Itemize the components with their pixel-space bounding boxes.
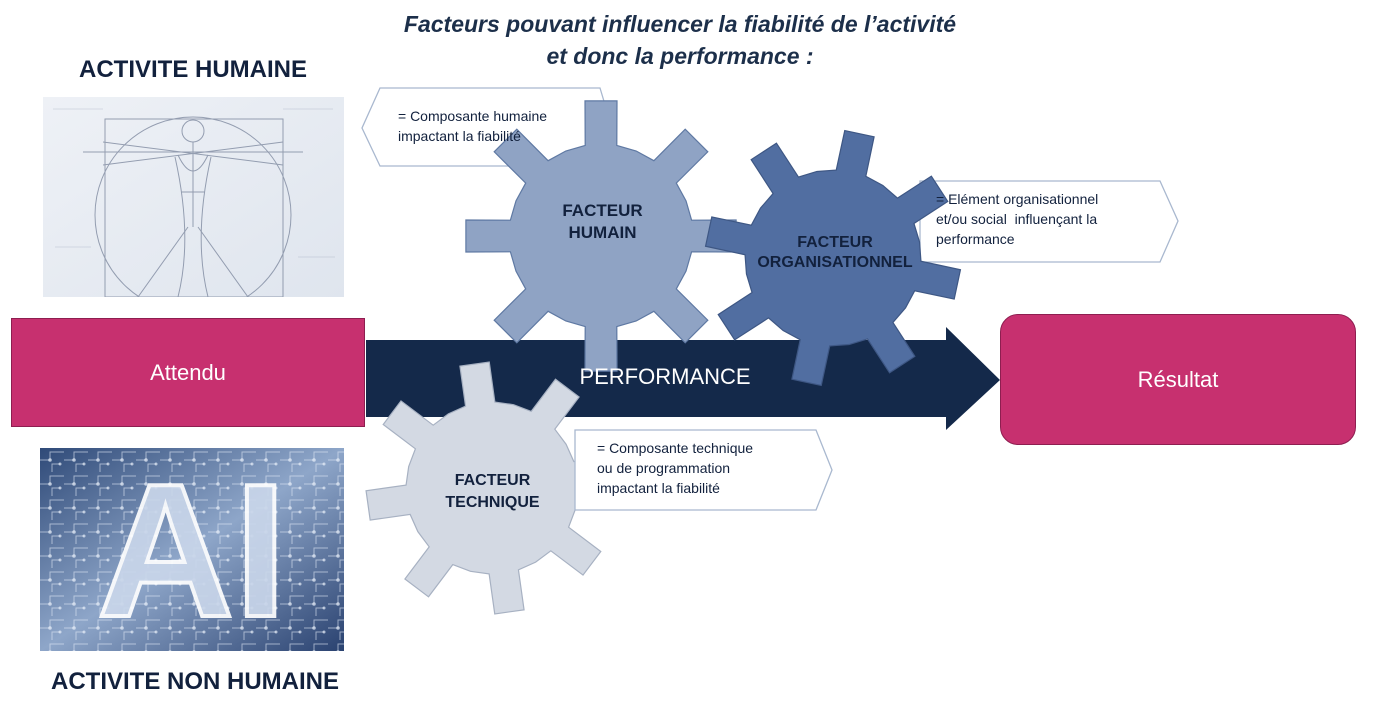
expected-label: Attendu — [150, 359, 226, 385]
result-box: Résultat — [1000, 314, 1356, 445]
callout-human-text: = Composante humaine impactant la fiabil… — [398, 106, 598, 146]
performance-arrow — [366, 327, 1000, 430]
vitruvian-man-image — [43, 97, 344, 297]
gear-org-shape — [704, 129, 962, 387]
gear-org-label-line2: ORGANISATIONNEL — [757, 254, 913, 271]
performance-label: PERFORMANCE — [579, 364, 751, 389]
callout-tech-text: = Composante technique ou de programmati… — [597, 438, 817, 498]
callout-tech-line1: = Composante technique — [597, 440, 754, 456]
callout-org-text: = Elément organisationnel et/ou social i… — [936, 189, 1151, 249]
callout-org-line2: et/ou social influençant la — [936, 211, 1098, 227]
gear-tech-label-line1: FACTEUR — [454, 472, 531, 489]
gear-org-label: FACTEUR ORGANISATIONNEL — [735, 233, 935, 273]
label-human-activity: ACTIVITE HUMAINE — [79, 56, 307, 83]
expected-box: Attendu — [11, 318, 365, 427]
gear-org-label-line1: FACTEUR — [797, 234, 873, 251]
diagram-title: Facteurs pouvant influencer la fiabilité… — [403, 11, 957, 69]
ai-circuit-image: AI — [40, 448, 344, 651]
gear-human — [465, 100, 737, 372]
gear-human-label-line2: HUMAIN — [568, 223, 637, 242]
gear-human-label: FACTEUR HUMAIN — [520, 200, 685, 244]
gear-human-shape — [465, 100, 737, 372]
callout-tech-line2: ou de programmation — [597, 460, 731, 476]
result-label: Résultat — [1137, 366, 1219, 392]
gear-technical — [365, 361, 619, 615]
gear-tech-shape — [365, 361, 619, 615]
callout-tech-line3: impactant la fiabilité — [597, 480, 720, 496]
callout-human-line2: impactant la fiabilité — [398, 128, 521, 144]
gear-tech-label: FACTEUR TECHNIQUE — [420, 470, 565, 514]
gear-human-label-line1: FACTEUR — [562, 201, 643, 220]
gear-tech-label-line2: TECHNIQUE — [445, 494, 540, 511]
callout-tech-shape — [574, 429, 833, 511]
callout-org-line3: performance — [936, 231, 1015, 247]
callout-org-line1: = Elément organisationnel — [936, 191, 1099, 207]
callout-human-line1: = Composante humaine — [398, 108, 548, 124]
ai-image-text: AI — [97, 448, 287, 651]
label-nonhuman-activity: ACTIVITE NON HUMAINE — [51, 668, 339, 695]
gear-organisational — [704, 129, 962, 387]
